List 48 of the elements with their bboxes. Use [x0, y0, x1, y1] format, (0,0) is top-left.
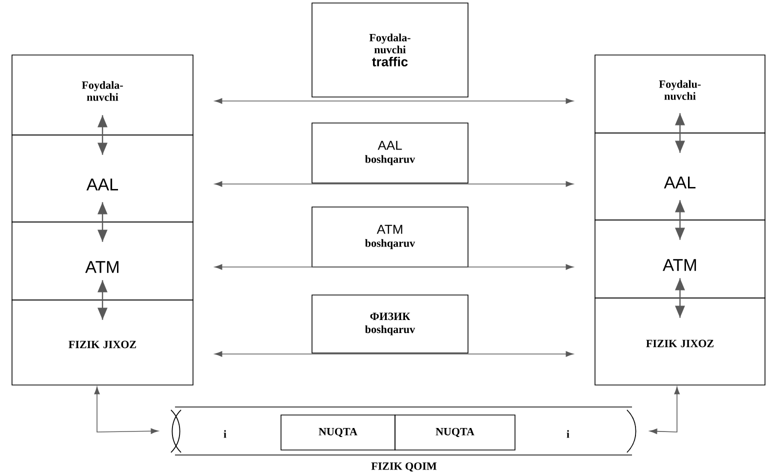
protocol-label: boshqaruv	[365, 325, 416, 336]
point-box	[394, 414, 516, 450]
layer-label: Foydalu- nuvchi	[659, 80, 701, 100]
point-label: NUQTA	[436, 428, 474, 438]
layer-label: ATM	[85, 261, 118, 273]
protocol-label: traffic	[372, 56, 408, 66]
arrow	[94, 386, 158, 434]
layer-label: AAL	[664, 176, 696, 188]
text: i	[224, 430, 226, 438]
channel-caption: FIZIK QOIM	[371, 462, 437, 472]
protocol-box	[312, 2, 468, 98]
layer-label: FIZIK JIXOZ	[646, 340, 714, 348]
layer-cell	[594, 298, 766, 386]
protocol-label: ATM	[376, 224, 402, 234]
protocol-label: boshqaruv	[365, 155, 416, 166]
layer-cell	[594, 132, 766, 220]
layer-cell	[12, 300, 194, 386]
layer-cell	[594, 220, 766, 298]
arrow	[214, 181, 574, 187]
point-label: NUQTA	[318, 428, 358, 438]
channel-pipe	[170, 406, 636, 456]
protocol-label: Foydala- nuvchi	[369, 34, 410, 54]
layer-label: Foydala- nuvchi	[82, 81, 123, 101]
protocol-label: ФИЗИК	[370, 312, 410, 320]
layer-label: ATM	[662, 259, 696, 271]
layer-cell	[12, 54, 194, 136]
arrow	[98, 115, 108, 155]
arrow	[675, 113, 685, 153]
layer-label: AAL	[86, 178, 118, 190]
protocol-box	[312, 122, 468, 184]
arrow	[675, 200, 685, 240]
protocol-label: boshqaruv	[365, 239, 416, 250]
arrow	[98, 280, 108, 320]
point-box	[280, 414, 396, 450]
arrow	[650, 386, 680, 434]
layer-label: FIZIK JIXOZ	[68, 340, 136, 348]
protocol-box	[312, 294, 468, 354]
layer-cell	[12, 134, 194, 222]
protocol-label: AAL	[378, 140, 402, 150]
arrow	[214, 351, 574, 357]
text: i	[566, 430, 570, 438]
layer-cell	[12, 222, 194, 300]
arrow	[214, 98, 574, 104]
arrow	[675, 278, 685, 318]
arrow	[214, 264, 574, 270]
protocol-box	[312, 206, 468, 268]
layer-cell	[594, 54, 766, 134]
arrow	[98, 202, 108, 242]
